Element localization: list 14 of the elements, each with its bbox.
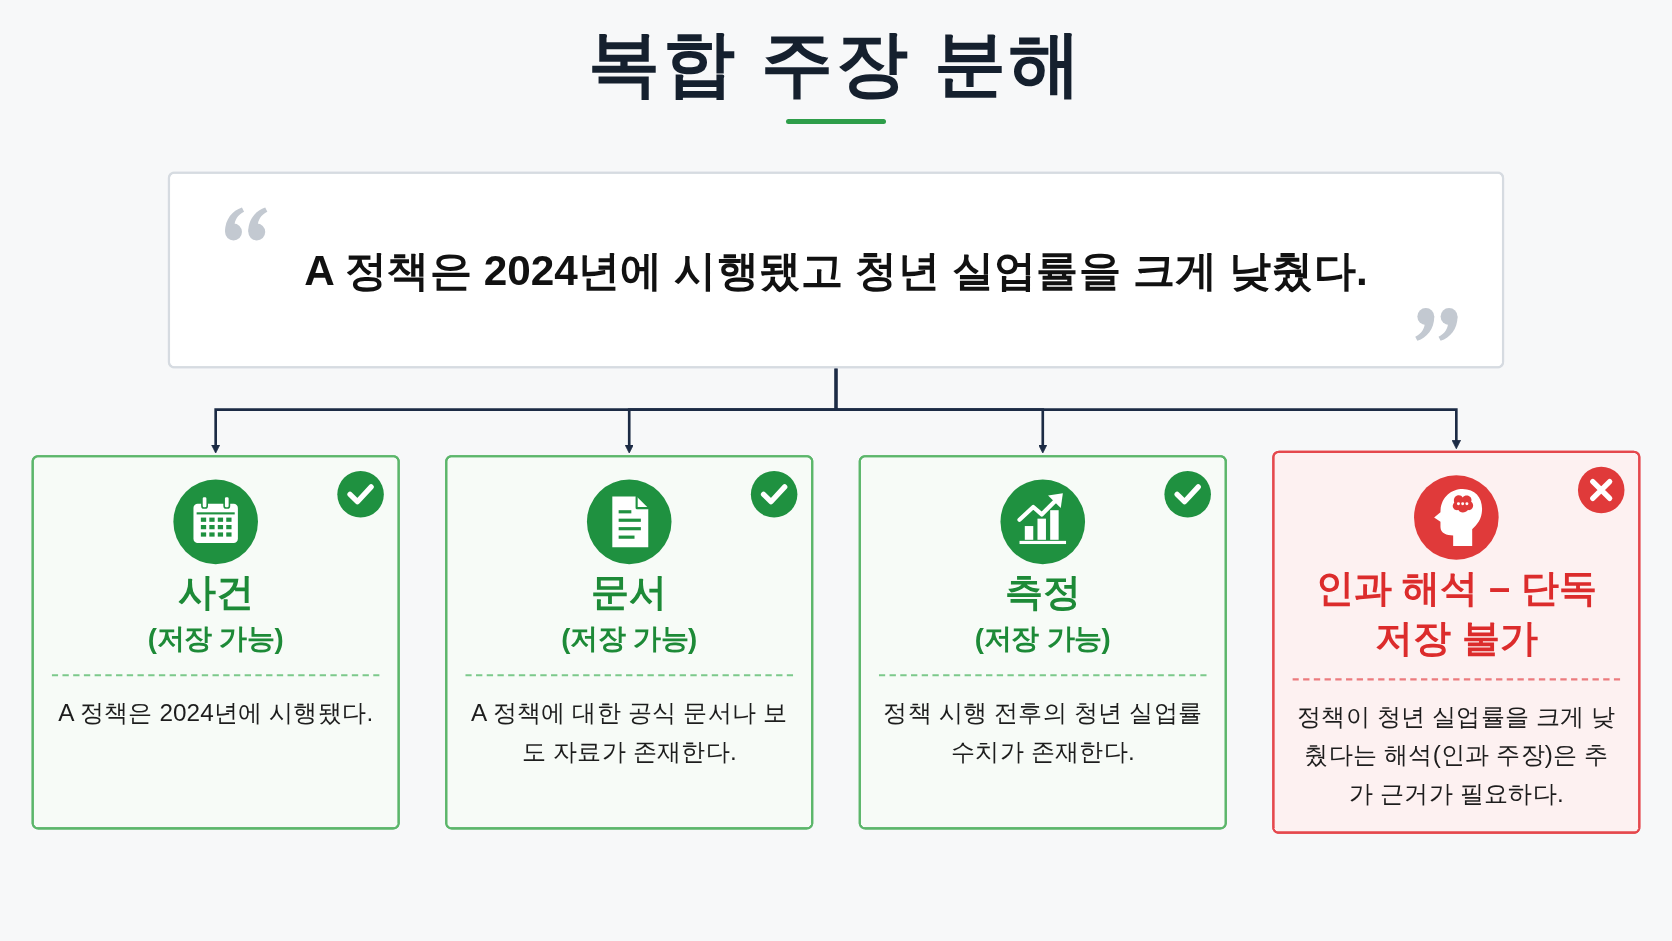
status-label: (저장 가능) — [974, 622, 1111, 654]
arrow — [834, 368, 1461, 450]
card-description: 정책 시행 전후의 청년 실업률 수치가 존재한다. — [882, 697, 1204, 767]
card-heading: 사건 — [177, 569, 254, 616]
status-label: (저장 가능) — [561, 622, 698, 654]
card-description: A 정책에 대한 공식 문서나 보도 자료가 존재한다. — [470, 697, 789, 767]
status-label: (저장 가능) — [147, 622, 284, 654]
title: 복합 주장 분해 — [588, 22, 1084, 105]
card-description: A 정책은 2024년에 시행됐다. — [58, 697, 374, 728]
card-heading: 인과 해석 – 단독 저장 불가 — [1314, 565, 1598, 661]
claim-text: A 정책은 2024년에 시행됐고 청년 실업률을 크게 낮췄다. — [304, 245, 1368, 296]
card-heading: 문서 — [591, 569, 668, 616]
card-heading: 측정 — [1004, 569, 1081, 616]
card-description: 정책이 청년 실업률을 크게 낮췄다는 해석(인과 주장)은 추가 근거가 필요하다. — [1295, 701, 1617, 810]
